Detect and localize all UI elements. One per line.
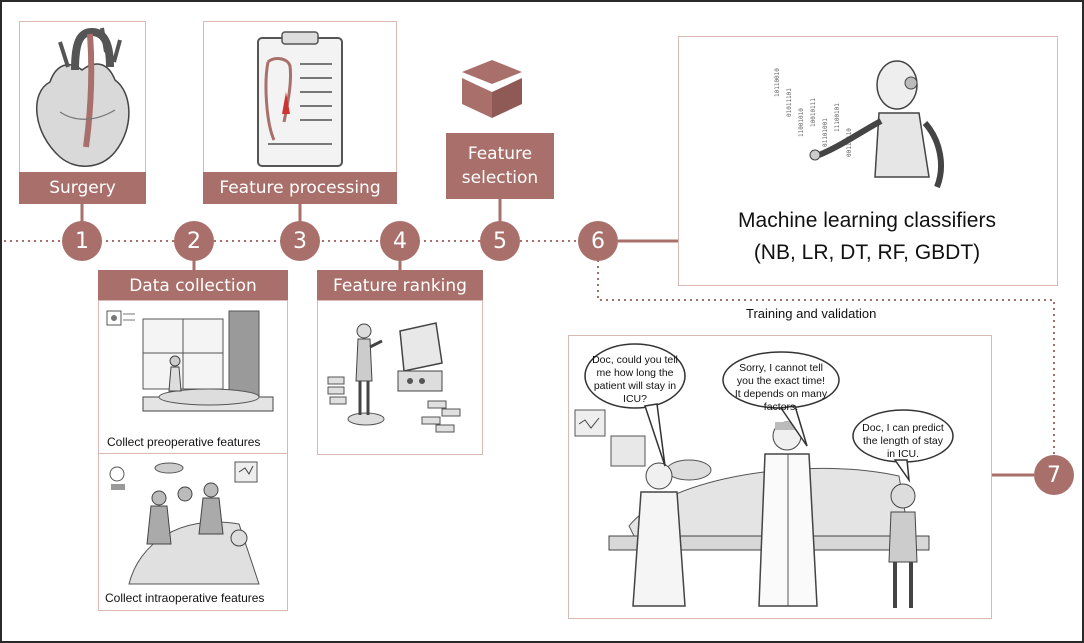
preop-panel: Collect preoperative features (98, 300, 288, 455)
svg-text:10110010: 10110010 (774, 68, 781, 97)
feature-ranking-label: Feature ranking (317, 270, 483, 302)
step-node-7: 7 (1034, 455, 1074, 495)
ml-subtitle: (NB, LR, DT, RF, GBDT) (753, 241, 981, 264)
intraop-caption: Collect intraoperative features (105, 591, 265, 605)
operating-room-icon (109, 461, 260, 585)
icu-scene-icon (574, 343, 954, 608)
hospital-room-icon (106, 310, 274, 412)
feature-processing-label: Feature processing (203, 172, 397, 204)
speech-bubble-doctor: Sorry, I cannot tell you the exact time!… (734, 362, 828, 413)
ml-title: Machine learning classifiers (738, 209, 996, 232)
step-node-1: 1 (62, 221, 102, 261)
svg-text:01101001: 01101001 (822, 118, 829, 147)
feature-ranking-panel (317, 300, 483, 455)
step-node-3: 3 (280, 221, 320, 261)
step-node-4: 4 (380, 221, 420, 261)
speech-bubble-nurse: Doc, could you tell me how long the pati… (592, 354, 678, 405)
speech-bubble-robot: Doc, I can predict the length of stay in… (862, 422, 944, 460)
feature-selection-line1: Feature (467, 144, 533, 164)
feature-selection-label: Feature selection (446, 133, 554, 199)
svg-text:11001010: 11001010 (798, 108, 805, 137)
surgery-label: Surgery (19, 172, 146, 204)
link-6-to-7-dotted (597, 260, 1055, 455)
step-node-5: 5 (480, 221, 520, 261)
feature-processing-panel (203, 21, 397, 201)
intraop-panel: Collect intraoperative features (98, 453, 288, 611)
data-collection-label: Data collection (98, 270, 288, 302)
svg-text:11100101: 11100101 (834, 103, 841, 132)
robot-machine-icon (327, 322, 461, 433)
step-node-2: 2 (174, 221, 214, 261)
robot-icon: 10110010 01011101 11001010 10010111 0110… (774, 60, 944, 189)
ml-panel: 10110010 01011101 11001010 10010111 0110… (678, 36, 1058, 286)
clipboard-icon (257, 31, 343, 167)
preop-caption: Collect preoperative features (107, 435, 261, 449)
step-node-6: 6 (578, 221, 618, 261)
icu-scene-panel: Doc, could you tell me how long the pati… (568, 335, 992, 619)
training-validation-label: Training and validation (746, 306, 877, 321)
feature-selection-line2: selection (461, 168, 539, 188)
heart-icon (36, 27, 130, 167)
svg-text:01011101: 01011101 (786, 88, 793, 117)
svg-text:10010111: 10010111 (810, 98, 817, 127)
